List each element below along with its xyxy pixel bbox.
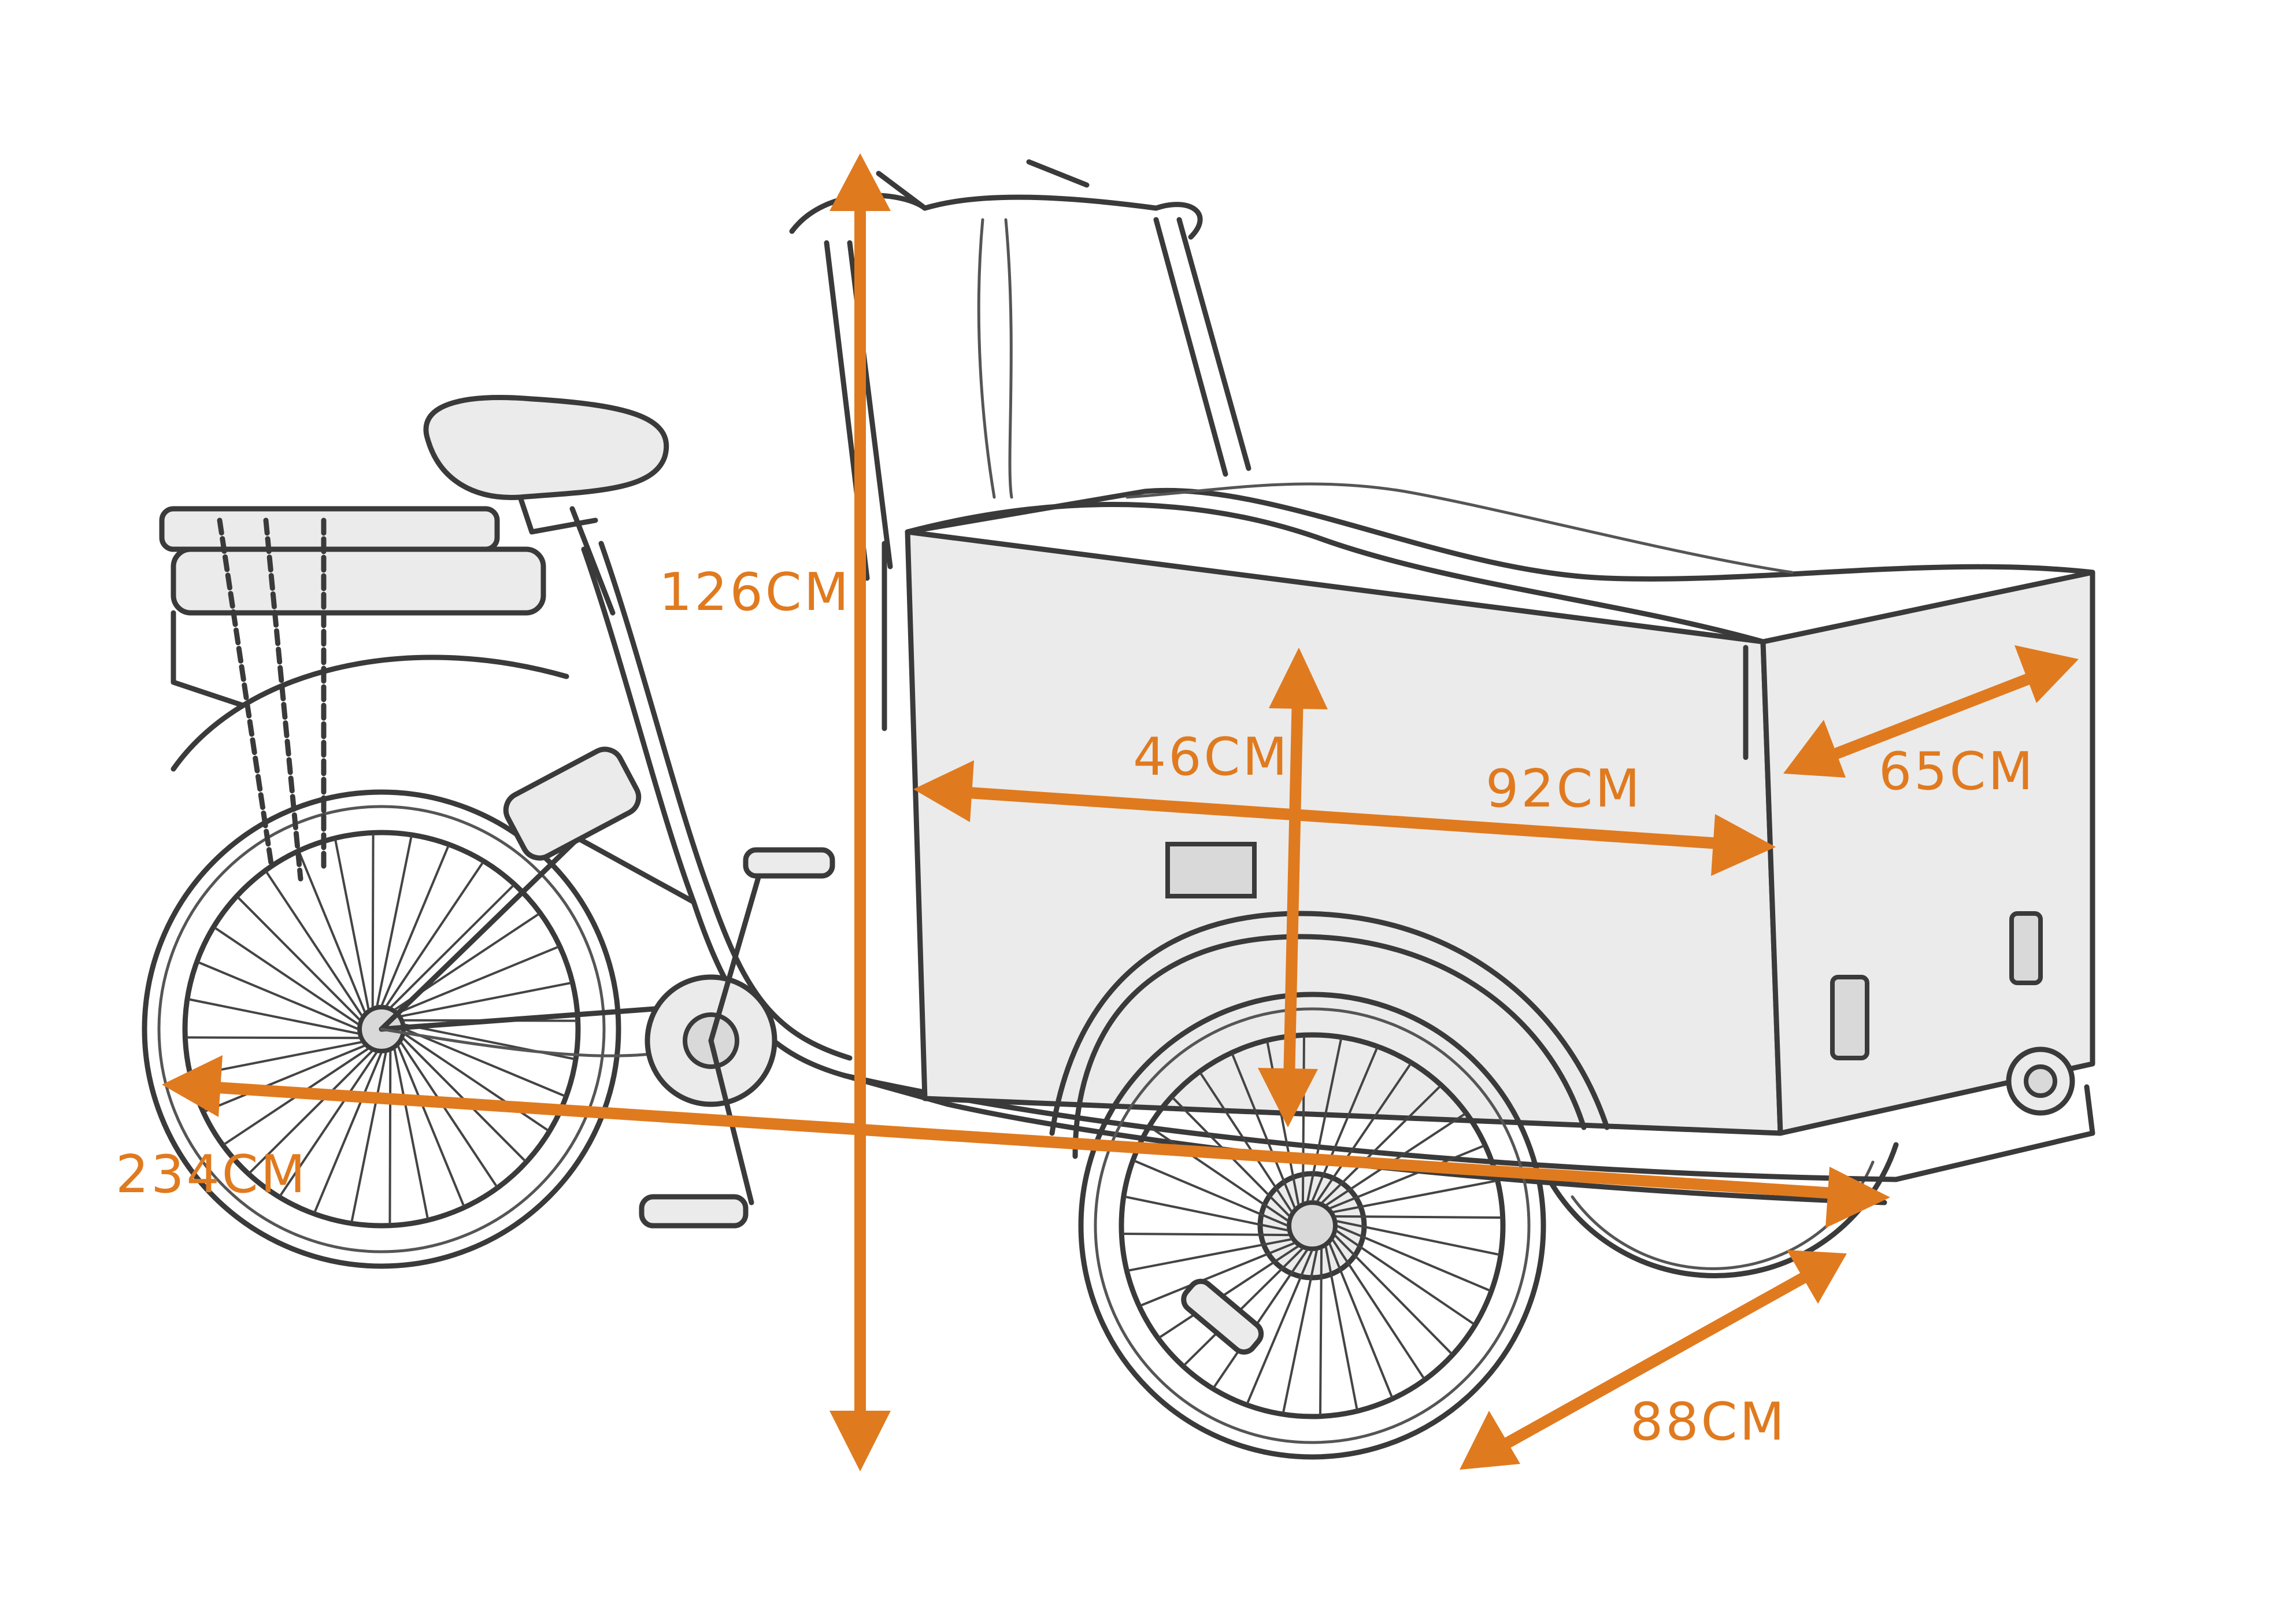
spoke (399, 1041, 498, 1188)
box-height-label: 46CM (1133, 727, 1290, 787)
spoke (313, 1052, 383, 1214)
box-height-arrow (1258, 648, 1328, 1127)
spoke (404, 1028, 566, 1097)
box-length-arrow (913, 760, 1776, 876)
height-arrow (829, 153, 891, 1471)
luggage-rack (159, 506, 546, 882)
cargo-box (882, 482, 2095, 1136)
spoke (1328, 1242, 1394, 1399)
spoke (350, 1051, 387, 1223)
rear-mudguard (171, 654, 569, 772)
spoke (236, 896, 361, 1022)
spoke (1331, 1238, 1425, 1379)
cargo-bike-illustration (142, 159, 2095, 1460)
spoke (1335, 1219, 1500, 1256)
box-width-arrow (1783, 645, 2079, 778)
spoke (1311, 1047, 1379, 1202)
spoke (400, 982, 572, 1018)
crankset (639, 847, 835, 1229)
spoke (1328, 1144, 1485, 1210)
spoke (1335, 1229, 1475, 1326)
dimension-arrows (162, 153, 2079, 1471)
spoke (1316, 1063, 1412, 1203)
overall-length-arrow (162, 1055, 1890, 1228)
wheel-track-label: 88CM (1630, 1392, 1787, 1452)
spoke (385, 861, 484, 1007)
spoke (1334, 1215, 1502, 1219)
spoke (1127, 1238, 1293, 1272)
front-right-wheel-hub (1893, 1046, 2095, 1182)
saddle (423, 395, 669, 616)
spoke (1306, 1038, 1343, 1203)
front-wheel-spokes (1123, 1036, 1502, 1415)
wheel-track-arrow (1460, 1250, 1847, 1470)
spoke (1139, 1241, 1296, 1307)
spoke (1199, 1072, 1293, 1213)
spoke (1158, 1245, 1299, 1339)
box-length-label: 92CM (1486, 759, 1642, 819)
spoke (1301, 1036, 1305, 1204)
spoke (1183, 1247, 1304, 1367)
spoke (186, 1036, 361, 1040)
spoke (1134, 1159, 1288, 1227)
spoke (389, 884, 514, 1009)
spoke (197, 961, 359, 1030)
spoke (188, 998, 360, 1035)
spoke (1212, 1249, 1309, 1389)
dimension-labels: 126CM 234CM 92CM 46CM 65CM 88CM (116, 562, 2035, 1452)
spoke (1231, 1053, 1297, 1210)
spoke (1319, 1248, 1323, 1415)
spoke (203, 1044, 366, 1113)
spoke (1123, 1233, 1290, 1237)
spoke (1332, 1179, 1497, 1214)
spoke (1324, 1245, 1358, 1411)
height-label: 126CM (659, 562, 851, 623)
box-width-label: 65CM (1879, 741, 2035, 802)
spoke (1320, 1085, 1442, 1204)
spoke (397, 1045, 465, 1207)
spoke (393, 1048, 429, 1219)
front-left-wheel (1049, 911, 1610, 1460)
spoke (397, 945, 560, 1014)
spoke (403, 1033, 549, 1132)
spoke (265, 871, 364, 1017)
spoke (298, 851, 366, 1014)
spoke (334, 839, 370, 1011)
spoke (1334, 1234, 1453, 1355)
overall-length-label: 234CM (116, 1144, 308, 1205)
spoke (380, 845, 450, 1007)
spoke (249, 1049, 374, 1174)
spoke (376, 835, 413, 1007)
spoke (1124, 1195, 1289, 1232)
spoke (214, 926, 360, 1026)
spoke (279, 1051, 378, 1197)
spoke (1336, 1225, 1491, 1292)
spoke (1149, 1126, 1289, 1222)
spoke (1246, 1249, 1313, 1404)
spoke (1282, 1249, 1319, 1414)
